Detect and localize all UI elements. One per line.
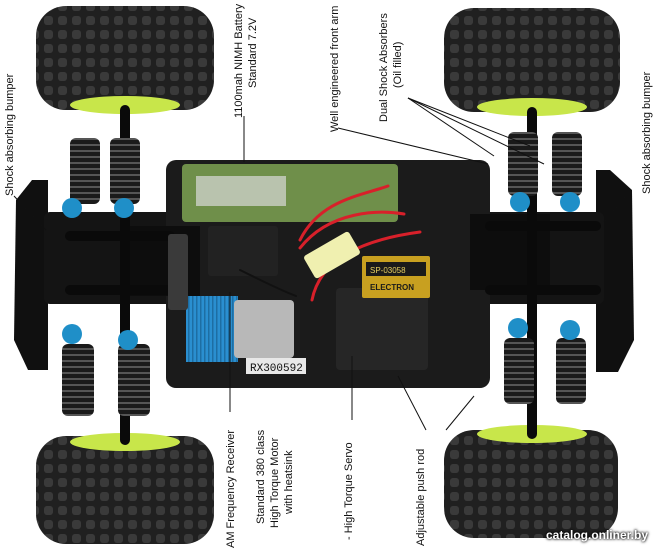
label-dual-shock-line1: Dual Shock Absorbers bbox=[378, 13, 390, 122]
chassis-plate-text: RX300592 bbox=[250, 363, 303, 375]
battery bbox=[182, 164, 398, 222]
front-right-tire bbox=[444, 8, 620, 116]
label-push-rod: Adjustable push rod bbox=[415, 448, 427, 546]
label-motor-line1: Standard 380 class bbox=[255, 429, 267, 524]
label-motor-line3: with heatsink bbox=[283, 450, 295, 514]
esc-sticker: SP-03058 ELECTRON bbox=[362, 256, 430, 298]
spur-gear bbox=[168, 234, 188, 310]
label-motor-line2: High Torque Motor bbox=[269, 437, 281, 528]
rear-left-tire bbox=[36, 433, 214, 544]
label-front-arm: Well engineered front arm bbox=[329, 5, 341, 132]
pointer-lines bbox=[13, 97, 627, 431]
label-receiver: AM Frequency Receiver bbox=[225, 430, 237, 548]
label-battery-line1: 1100mah NIMH Battery bbox=[233, 3, 245, 118]
front-left-tire bbox=[36, 6, 214, 114]
label-shock-bumper-right: Shock absorbing bumper bbox=[641, 71, 653, 194]
servo bbox=[336, 288, 428, 370]
label-dual-shock-line2: (Oil filled) bbox=[392, 41, 404, 88]
label-battery-line2: Standard 7.2V bbox=[247, 17, 259, 88]
left-bumper bbox=[14, 180, 48, 370]
motor-heatsink bbox=[186, 296, 294, 362]
watermark: catalog.onliner.by bbox=[545, 528, 648, 542]
battery-connector bbox=[304, 231, 360, 279]
esc-sticker-brand: ELECTRON bbox=[370, 283, 414, 292]
rear-shocks bbox=[62, 318, 586, 416]
front-shocks bbox=[62, 132, 582, 218]
esc-sticker-code: SP-03058 bbox=[370, 266, 406, 275]
rear-right-tire bbox=[444, 425, 618, 538]
chassis-plate: RX300592 bbox=[246, 358, 306, 375]
receiver bbox=[208, 226, 278, 276]
label-shock-bumper-left: Shock absorbing bumper bbox=[4, 73, 16, 196]
label-servo: - High Torque Servo bbox=[343, 442, 355, 540]
